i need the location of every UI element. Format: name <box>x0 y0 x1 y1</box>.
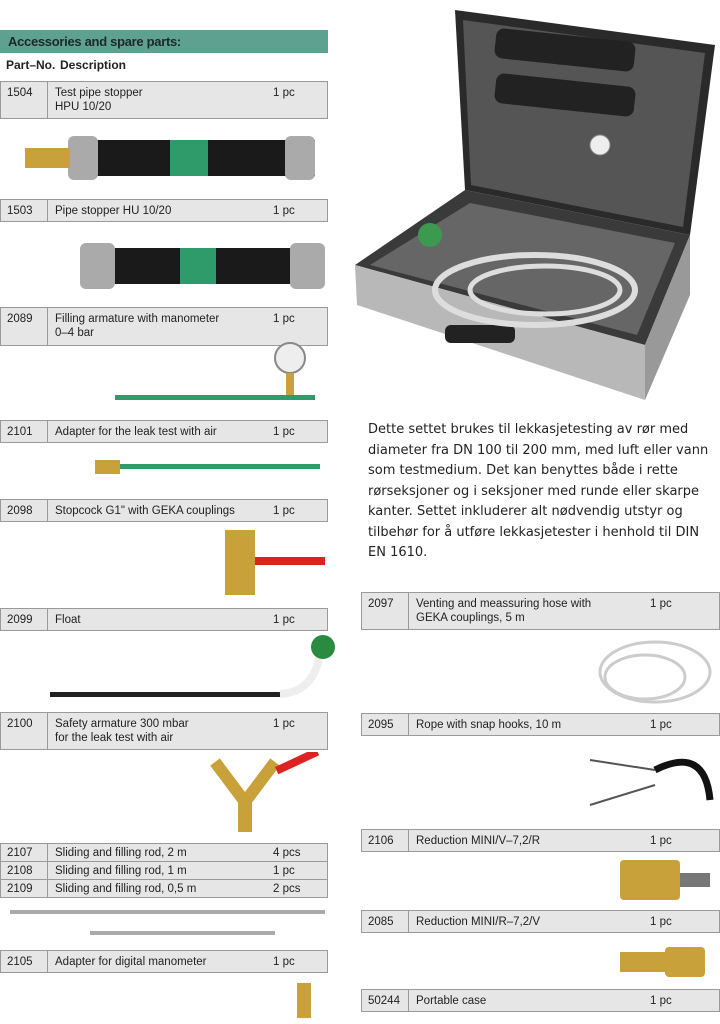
float-image <box>50 635 335 698</box>
set-description: Dette settet brukes til lekkasjetesting … <box>368 422 709 560</box>
safety-armature-image <box>210 752 320 832</box>
part-description: Sliding and filling rod, 1 m <box>55 865 187 877</box>
part-row: 2098 Stopcock G1" with GEKA couplings 1 pc <box>0 499 328 522</box>
section-title: Accessories and spare parts: <box>0 30 328 53</box>
reduction-mini-v-image <box>620 860 710 900</box>
part-row: 50244 Portable case 1 pc <box>361 989 720 1012</box>
part-description: Portable case <box>416 995 487 1007</box>
part-description: Stopcock G1" with GEKA couplings <box>55 505 235 517</box>
part-number: 50244 <box>362 990 409 1011</box>
part-number: 1504 <box>1 82 48 118</box>
part-quantity: 1 pc <box>650 598 672 610</box>
part-row: 2108 Sliding and filling rod, 1 m 1 pc <box>0 861 328 880</box>
part-row: 2089 Filling armature with manometer 0–4 … <box>0 307 328 346</box>
part-description: Sliding and filling rod, 2 m <box>55 847 187 859</box>
part-description: Float <box>55 614 81 626</box>
case-image <box>355 10 715 400</box>
part-description: Test pipe stopper HPU 10/20 <box>55 87 143 113</box>
part-quantity: 1 pc <box>650 916 672 928</box>
part-description: Venting and meassuring hose with GEKA co… <box>416 598 592 624</box>
adapter-digital-manometer-image <box>297 983 311 1018</box>
part-description: Safety armature 300 mbar for the leak te… <box>55 718 189 744</box>
part-quantity: 1 pc <box>273 865 295 877</box>
part-number: 2095 <box>362 714 409 735</box>
sliding-rods-image <box>10 910 325 935</box>
part-number: 2098 <box>1 500 48 521</box>
part-row: 1503 Pipe stopper HU 10/20 1 pc <box>0 199 328 222</box>
part-number: 2106 <box>362 830 409 851</box>
part-number: 2108 <box>1 862 48 879</box>
column-header-description: Description <box>60 58 127 72</box>
part-quantity: 1 pc <box>273 956 295 968</box>
reduction-mini-r-image <box>620 947 705 977</box>
part-number: 2100 <box>1 713 48 749</box>
part-description: Adapter for the leak test with air <box>55 426 217 438</box>
part-row: 2085 Reduction MINI/R–7,2/V 1 pc <box>361 910 720 933</box>
stopcock-image <box>225 530 325 595</box>
part-number: 2101 <box>1 421 48 442</box>
part-quantity: 4 pcs <box>273 847 301 859</box>
pipe-stopper-hu-image <box>80 243 325 289</box>
part-row: 2109 Sliding and filling rod, 0,5 m 2 pcs <box>0 879 328 898</box>
part-number: 2089 <box>1 308 48 345</box>
rope-image <box>589 758 714 806</box>
part-quantity: 1 pc <box>650 835 672 847</box>
part-row: 2099 Float 1 pc <box>0 608 328 631</box>
part-quantity: 1 pc <box>650 719 672 731</box>
part-quantity: 1 pc <box>273 614 295 626</box>
part-number: 1503 <box>1 200 48 221</box>
part-row: 2107 Sliding and filling rod, 2 m 4 pcs <box>0 843 328 862</box>
part-row: 2097 Venting and meassuring hose with GEK… <box>361 592 720 630</box>
filling-armature-image <box>115 342 315 400</box>
part-row: 2095 Rope with snap hooks, 10 m 1 pc <box>361 713 720 736</box>
part-number: 2105 <box>1 951 48 972</box>
part-number: 2085 <box>362 911 409 932</box>
part-quantity: 1 pc <box>273 505 295 517</box>
venting-hose-image <box>598 640 712 704</box>
part-row: 1504 Test pipe stopper HPU 10/20 1 pc <box>0 81 328 119</box>
part-description: Sliding and filling rod, 0,5 m <box>55 883 197 895</box>
part-number: 2109 <box>1 880 48 897</box>
part-quantity: 1 pc <box>273 313 295 325</box>
pipe-stopper-hpu-image <box>25 136 315 180</box>
part-row: 2105 Adapter for digital manometer 1 pc <box>0 950 328 973</box>
part-row: 2106 Reduction MINI/V–7,2/R 1 pc <box>361 829 720 852</box>
part-description: Adapter for digital manometer <box>55 956 207 968</box>
column-header-part-no: Part–No. <box>6 58 56 72</box>
part-description: Filling armature with manometer 0–4 bar <box>55 313 220 339</box>
part-quantity: 1 pc <box>273 718 295 730</box>
part-quantity: 2 pcs <box>273 883 301 895</box>
part-description: Rope with snap hooks, 10 m <box>416 719 562 731</box>
part-description: Reduction MINI/V–7,2/R <box>416 835 541 847</box>
part-row: 2101 Adapter for the leak test with air 1 … <box>0 420 328 443</box>
part-quantity: 1 pc <box>650 995 672 1007</box>
part-number: 2097 <box>362 593 409 629</box>
part-row: 2100 Safety armature 300 mbar for the lea… <box>0 712 328 750</box>
part-quantity: 1 pc <box>273 205 295 217</box>
adapter-air-image <box>95 460 320 474</box>
part-quantity: 1 pc <box>273 87 295 99</box>
part-description: Reduction MINI/R–7,2/V <box>416 916 541 928</box>
part-number: 2099 <box>1 609 48 630</box>
part-number: 2107 <box>1 844 48 861</box>
part-quantity: 1 pc <box>273 426 295 438</box>
part-description: Pipe stopper HU 10/20 <box>55 205 172 217</box>
